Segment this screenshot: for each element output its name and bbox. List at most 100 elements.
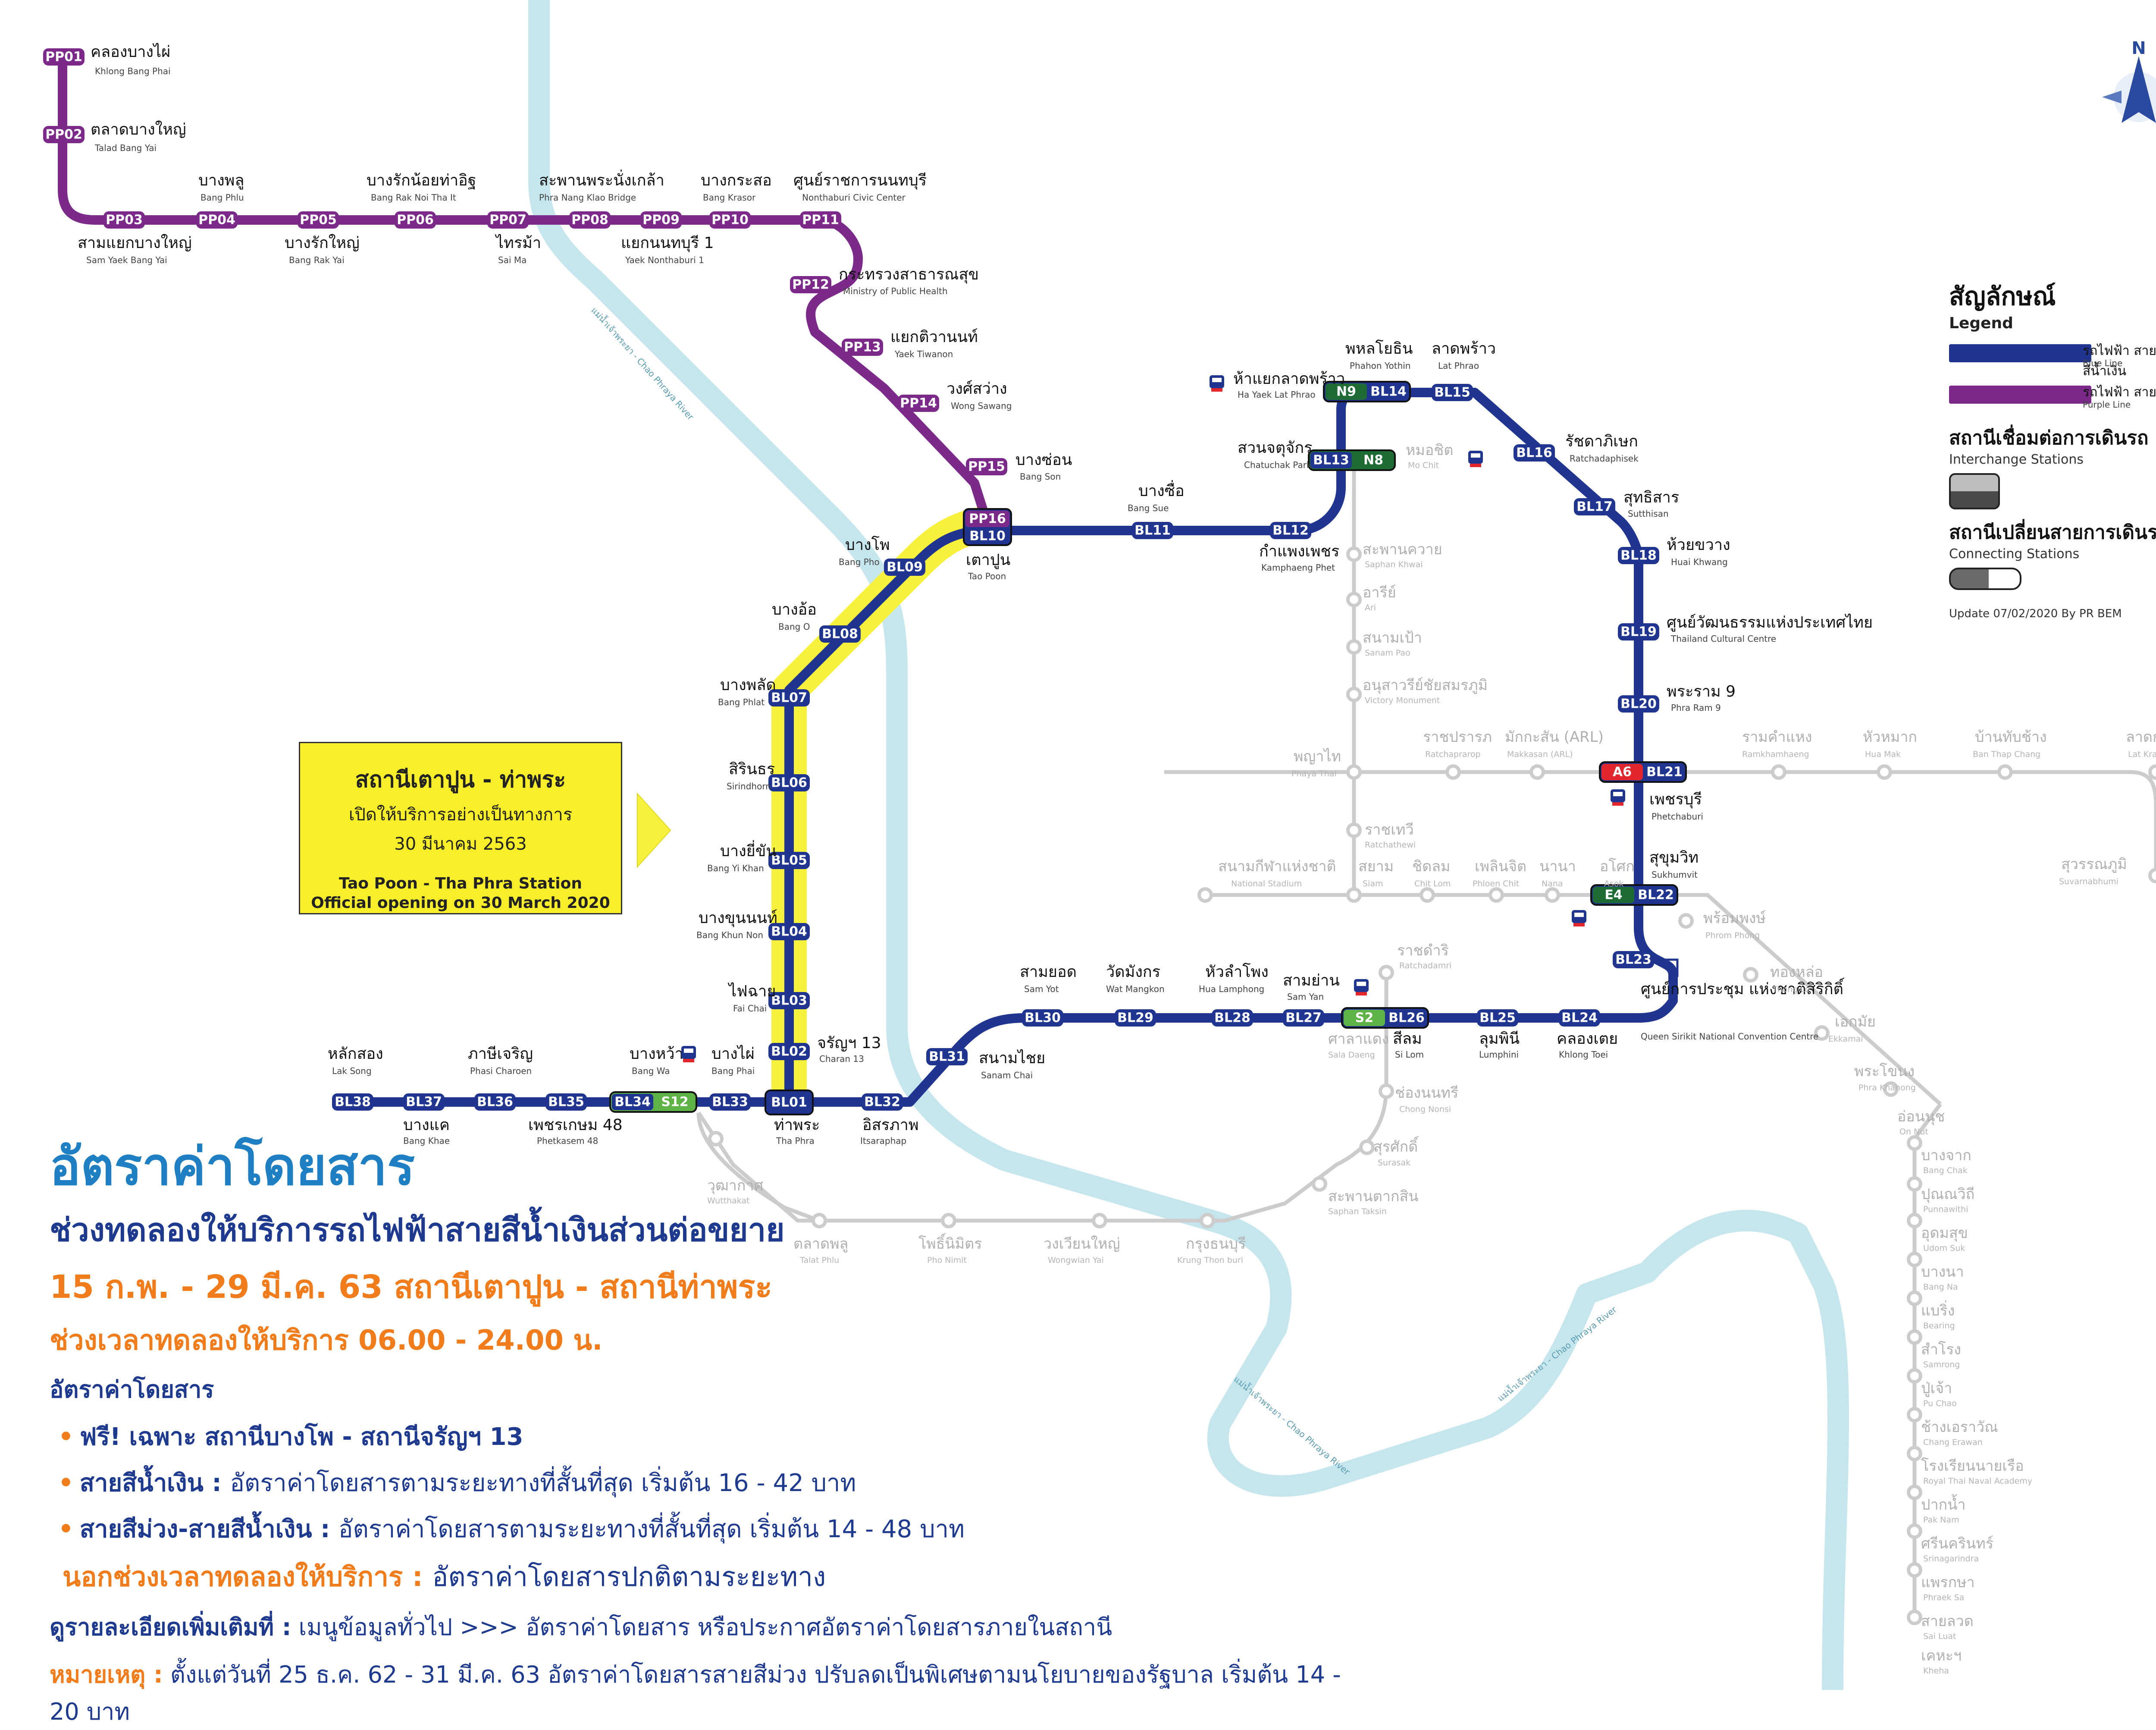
- svg-text:Sam Yaek Bang Yai: Sam Yaek Bang Yai: [86, 255, 167, 265]
- svg-text:Sala Daeng: Sala Daeng: [1328, 1050, 1375, 1060]
- svg-text:Phra Ram 9: Phra Ram 9: [1671, 703, 1721, 713]
- svg-text:Hua Mak: Hua Mak: [1865, 750, 1901, 759]
- svg-text:Sanam Pao: Sanam Pao: [1365, 648, 1410, 658]
- svg-text:BL25: BL25: [1479, 1011, 1516, 1026]
- svg-text:Chang Erawan: Chang Erawan: [1923, 1438, 1983, 1447]
- svg-text:บางโพ: บางโพ: [845, 536, 890, 554]
- svg-text:บางรักน้อยท่าอิฐ: บางรักน้อยท่าอิฐ: [367, 172, 476, 190]
- svg-text:สะพานควาย: สะพานควาย: [1363, 541, 1442, 558]
- svg-text:Si Lom: Si Lom: [1395, 1049, 1424, 1060]
- svg-text:ไฟฉาย: ไฟฉาย: [727, 982, 776, 1000]
- svg-text:Siam: Siam: [1363, 879, 1383, 889]
- announcement-arrow-icon: [637, 792, 671, 868]
- svg-text:ศูนย์ราชการนนทบุรี: ศูนย์ราชการนนทบุรี: [793, 172, 927, 190]
- svg-text:PP01: PP01: [45, 50, 82, 65]
- svg-text:Kamphaeng Phet: Kamphaeng Phet: [1261, 562, 1335, 573]
- svg-text:ชิดลม: ชิดลม: [1412, 858, 1450, 875]
- svg-text:Bang O: Bang O: [778, 622, 810, 632]
- svg-text:สุรศักดิ์: สุรศักดิ์: [1373, 1136, 1419, 1155]
- svg-text:Phasi Charoen: Phasi Charoen: [470, 1066, 532, 1076]
- svg-text:กรุงธนบุรี: กรุงธนบุรี: [1186, 1235, 1246, 1253]
- svg-text:Tha Phra: Tha Phra: [776, 1136, 815, 1146]
- svg-text:หัวหมาก: หัวหมาก: [1863, 728, 1917, 746]
- svg-text:สวนจตุจักร: สวนจตุจักร: [1238, 439, 1313, 457]
- station-tao-poon-interchange[interactable]: PP16 BL10 เตาปูน Tao Poon: [963, 508, 1012, 581]
- svg-text:Bang Phlu: Bang Phlu: [201, 192, 244, 203]
- svg-text:Punnawithi: Punnawithi: [1923, 1205, 1968, 1214]
- svg-text:อนุสาวรีย์ชัยสมรภูมิ: อนุสาวรีย์ชัยสมรภูมิ: [1363, 677, 1488, 694]
- svg-text:Phetchaburi: Phetchaburi: [1651, 811, 1703, 822]
- svg-text:ปู่เจ้า: ปู่เจ้า: [1921, 1380, 1952, 1397]
- svg-text:BL12: BL12: [1272, 523, 1309, 538]
- svg-text:N8: N8: [1363, 453, 1383, 468]
- svg-text:ตลาดบางใหญ่: ตลาดบางใหญ่: [91, 120, 186, 138]
- bullet-icon: •: [58, 1423, 74, 1451]
- svg-text:Tao Poon: Tao Poon: [968, 571, 1006, 581]
- legend-update-note: Update 07/02/2020 By PR BEM: [1949, 607, 2122, 620]
- svg-text:Udom Suk: Udom Suk: [1923, 1243, 1965, 1253]
- fare-item-text: อัตราค่าโดยสารตามระยะทางที่สั้นที่สุด เร…: [338, 1515, 965, 1543]
- bl23-pointer: [1658, 958, 1679, 977]
- svg-text:Pho Nimit: Pho Nimit: [927, 1256, 967, 1265]
- svg-text:พหลโยธิน: พหลโยธิน: [1345, 339, 1413, 358]
- legend: สัญลักษณ์ Legend รถไฟฟ้า สายสีน้ำเงิน Bl…: [1949, 276, 2156, 620]
- svg-text:S12: S12: [661, 1095, 688, 1110]
- svg-text:อ่อนนุช: อ่อนนุช: [1897, 1108, 1945, 1125]
- svg-text:E4: E4: [1604, 888, 1622, 903]
- fare-dates: 15 ก.พ. - 29 มี.ค. 63 สถานีเตาปูน - สถาน…: [50, 1268, 773, 1306]
- svg-text:BL35: BL35: [548, 1095, 584, 1110]
